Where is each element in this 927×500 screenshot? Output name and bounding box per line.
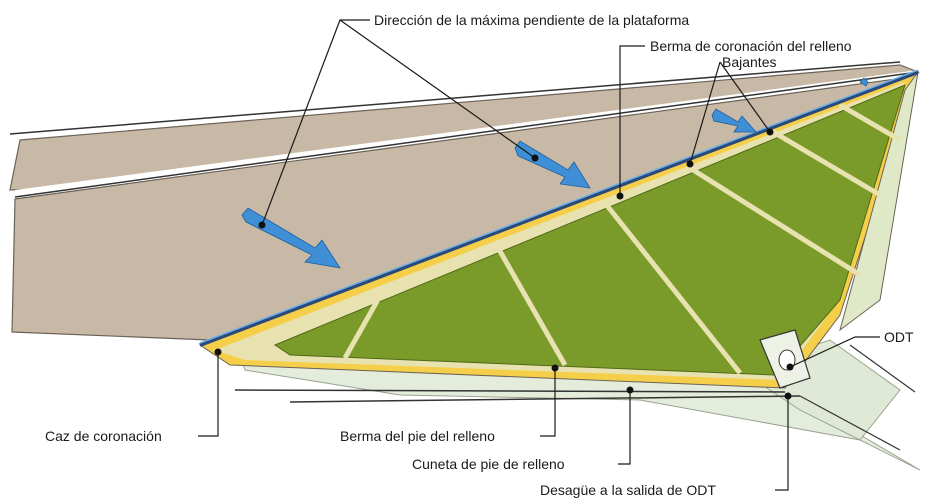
caz-coronacion-highlight	[199, 69, 919, 344]
label-caz: Caz de coronación	[45, 428, 162, 444]
bajante-1	[342, 294, 383, 360]
flow-arrow-3	[711, 108, 757, 133]
dot-berma-coronacion	[616, 192, 624, 200]
bajante-4	[688, 165, 862, 278]
leader-direccion-2	[339, 19, 536, 159]
label-berma-coronacion: Berma de coronación del relleno	[650, 38, 852, 54]
dot-bajantes-1	[686, 160, 694, 168]
dot-direccion-1	[258, 221, 266, 229]
bajante-3	[603, 201, 742, 375]
label-berma-pie: Berma del pie del relleno	[340, 428, 495, 444]
cuneta-line	[234, 389, 786, 393]
dot-berma-pie	[551, 364, 559, 372]
leader-caz	[198, 352, 219, 437]
label-odt: ODT	[884, 329, 914, 345]
leader-cuneta	[618, 390, 631, 465]
leader-bajantes-1	[689, 61, 721, 165]
flow-arrow-1	[241, 207, 341, 269]
caz-coronacion-channel	[199, 70, 919, 347]
leader-bajantes-2	[719, 61, 771, 133]
leader-desague	[775, 396, 789, 491]
platform-edge-top	[9, 61, 901, 135]
bajante-2	[494, 244, 568, 367]
ground-line-right	[799, 395, 901, 451]
slope-green	[273, 84, 906, 376]
flow-arrow-4	[859, 77, 869, 87]
dot-bajantes-2	[766, 128, 774, 136]
bajantes-group	[342, 102, 902, 375]
dot-odt	[786, 363, 794, 371]
dot-cuneta	[626, 386, 634, 394]
leader-berma-coronacion	[619, 45, 645, 196]
dot-direccion-2	[531, 154, 539, 162]
ground-line-right-2	[849, 344, 916, 393]
cuneta-line-2	[289, 395, 801, 403]
label-desague: Desagüe a la salida de ODT	[540, 482, 716, 498]
dot-desague	[784, 392, 792, 400]
bajante-6	[838, 102, 902, 143]
leader-odt	[789, 336, 880, 368]
label-cuneta: Cuneta de pie de relleno	[412, 456, 565, 472]
label-direccion: Dirección de la máxima pendiente de la p…	[374, 12, 689, 28]
platform-edge-mid	[14, 71, 919, 198]
bajante-5	[768, 127, 882, 198]
dot-caz	[214, 348, 222, 356]
flow-arrows	[241, 77, 869, 269]
leader-berma-pie	[540, 368, 556, 437]
label-bajantes: Bajantes	[722, 54, 776, 70]
flow-arrow-2	[514, 140, 591, 189]
